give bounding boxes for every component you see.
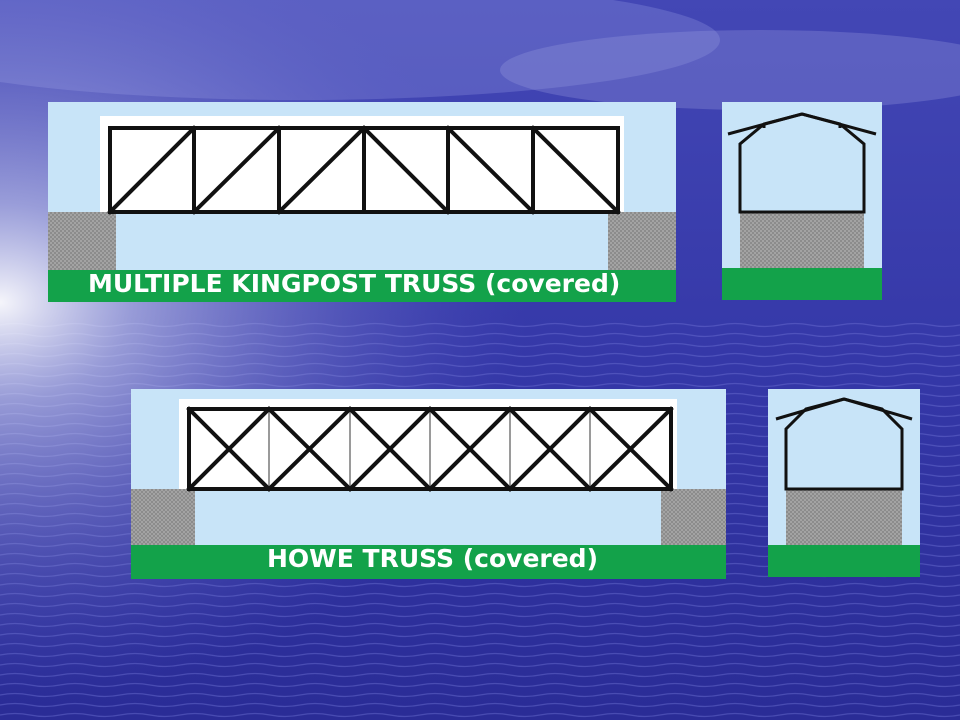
end-frame — [727, 112, 877, 214]
howe-truss-end-view — [768, 389, 920, 577]
howe-truss-drawing — [131, 389, 726, 579]
end-frame — [775, 397, 913, 491]
left-abutment — [131, 489, 195, 545]
kingpost-caption: MULTIPLE KINGPOST TRUSS (covered) — [88, 269, 621, 298]
right-abutment — [661, 489, 726, 545]
ground-strip — [48, 270, 676, 302]
left-abutment — [48, 212, 116, 270]
howe-caption: HOWE TRUSS (covered) — [267, 544, 599, 573]
kingpost-truss-end-view — [722, 102, 882, 300]
kingpost-end-drawing — [722, 102, 882, 300]
end-abutment — [786, 489, 902, 545]
howe-end-drawing — [768, 389, 920, 577]
howe-truss-frame — [186, 406, 674, 492]
end-abutment — [740, 212, 864, 268]
right-abutment — [608, 212, 676, 270]
howe-truss-side-view: HOWE TRUSS (covered) — [131, 389, 726, 579]
kingpost-truss-side-view: MULTIPLE KINGPOST TRUSS (covered) — [48, 102, 676, 302]
kingpost-truss-frame — [107, 125, 621, 215]
ground-strip — [131, 545, 726, 579]
kingpost-truss-drawing — [48, 102, 676, 302]
howe-vertical-rods — [268, 409, 591, 489]
